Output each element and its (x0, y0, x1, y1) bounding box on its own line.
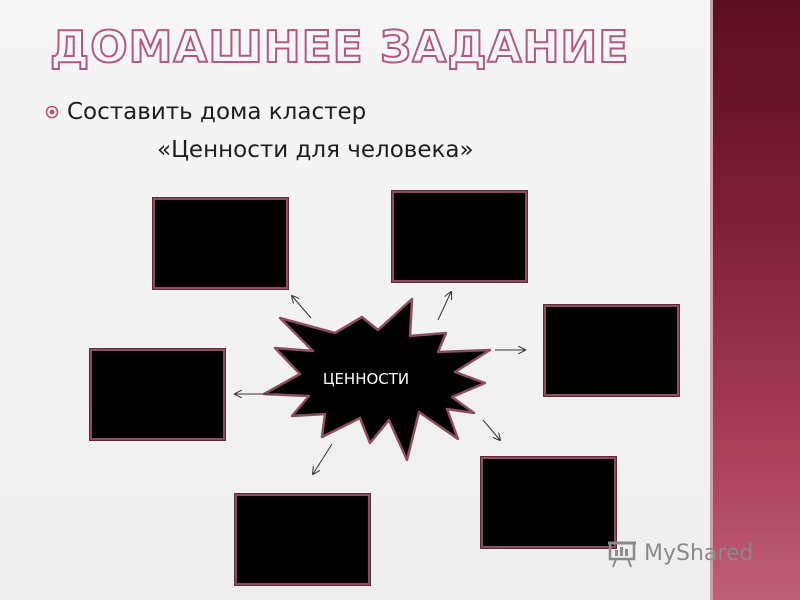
side-accent-band (713, 0, 800, 600)
watermark-text: MyShared (644, 540, 754, 566)
cluster-box-top-right (392, 191, 527, 282)
cluster-box-right (544, 305, 679, 396)
arrow-to-top-left (292, 296, 312, 319)
cluster-box-bottom-left (235, 494, 370, 585)
cluster-box-bottom-right (481, 457, 616, 548)
arrow-to-bottom-right (482, 419, 500, 440)
center-label: ЦЕННОСТИ (323, 370, 409, 388)
cluster-box-top-left (153, 198, 288, 289)
cluster-box-left (90, 349, 225, 440)
bullet-icon (45, 105, 59, 119)
arrow-to-bottom-left (313, 443, 333, 474)
presentation-board-icon (608, 541, 636, 568)
center-star-shape (262, 297, 492, 462)
bullet-line: Составить дома кластер (45, 99, 366, 125)
side-band-edge (710, 0, 713, 600)
watermark: MyShared (606, 537, 753, 569)
cluster-topic: «Ценности для человека» (157, 137, 474, 163)
cluster-diagram: ЦЕННОСТИ (0, 0, 713, 600)
arrow-to-top-right (437, 292, 451, 321)
slide-title: ДОМАШНЕЕ ЗАДАНИЕ (49, 21, 630, 74)
bullet-text: Составить дома кластер (67, 99, 367, 125)
